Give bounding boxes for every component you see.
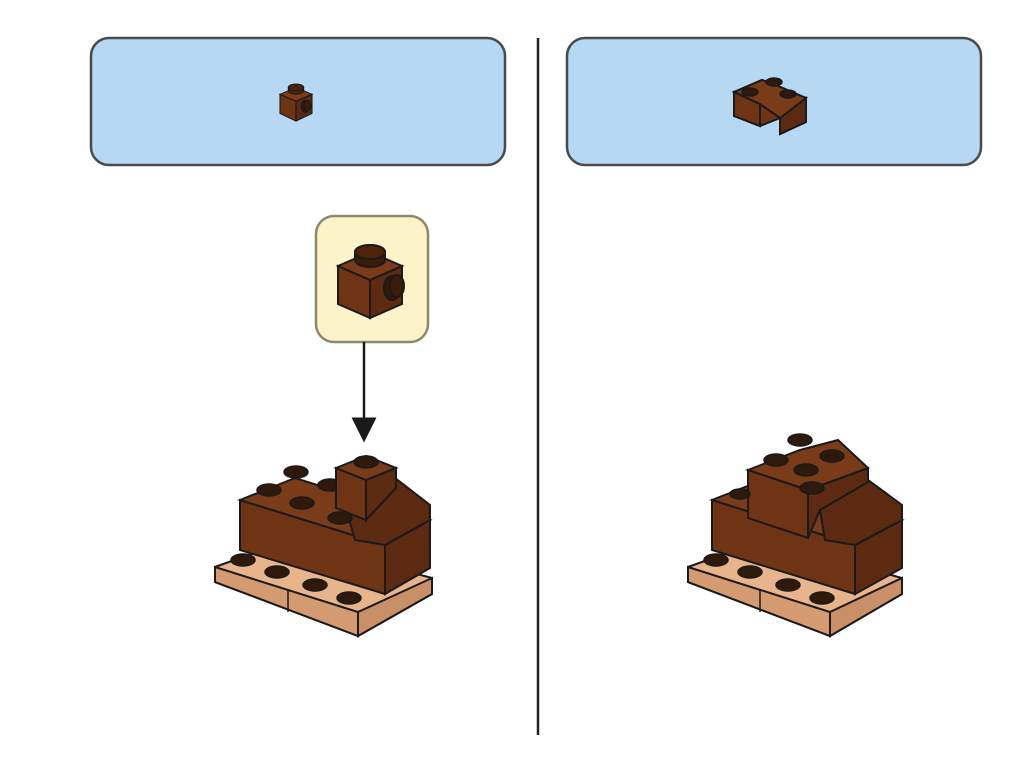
step-2 bbox=[567, 38, 981, 636]
model-step-2 bbox=[688, 434, 902, 636]
model-step-1 bbox=[215, 456, 432, 636]
step-1 bbox=[91, 38, 505, 636]
